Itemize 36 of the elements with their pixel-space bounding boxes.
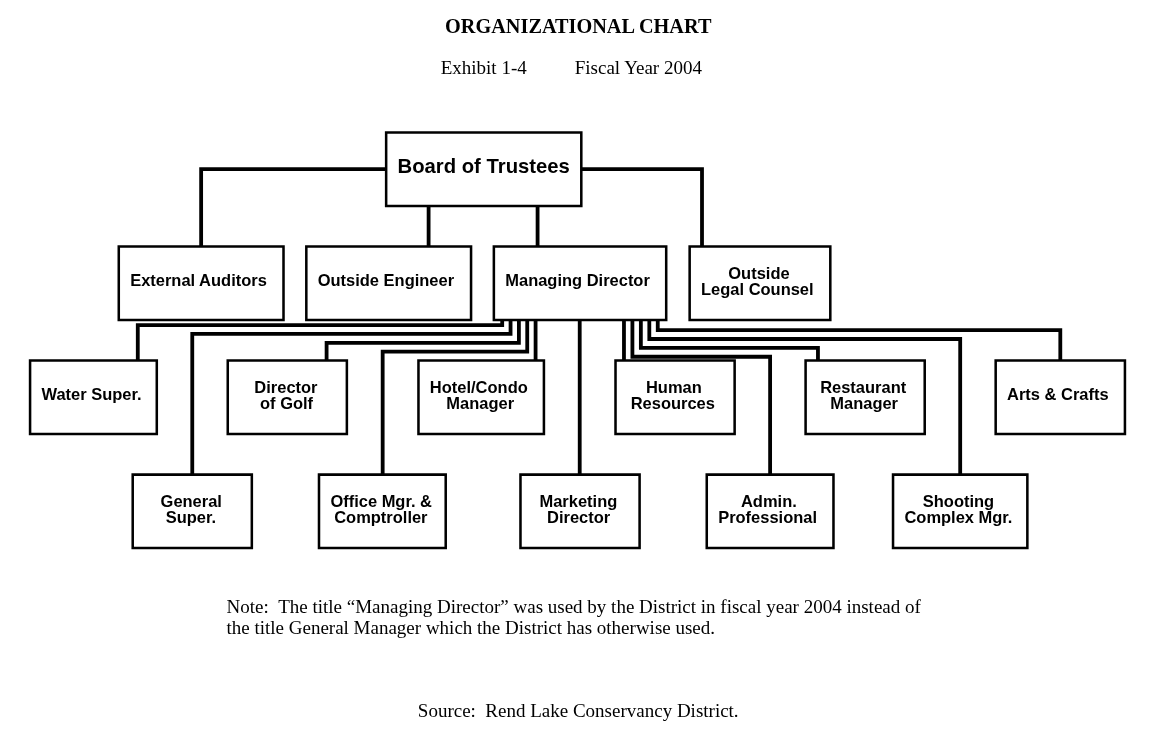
connector bbox=[655, 320, 1062, 361]
label: Fiscal Year 2004 bbox=[574, 56, 702, 78]
connector bbox=[189, 320, 512, 475]
diagram-title: ORGANIZATIONAL CHART bbox=[444, 15, 711, 38]
node-box: Outside Legal Counsel bbox=[687, 245, 832, 322]
connector bbox=[621, 320, 626, 361]
connector bbox=[135, 320, 504, 361]
connector bbox=[535, 206, 539, 247]
connector bbox=[380, 320, 529, 475]
connector bbox=[577, 320, 582, 475]
label: Exhibit 1-4 bbox=[440, 56, 527, 78]
connector bbox=[533, 320, 537, 361]
node-box: External Auditors bbox=[117, 245, 285, 322]
label: Note: The title “Managing Director” was used by the District in fiscal year 2004 instead of the title General Manager which the District has otherwise used. bbox=[225, 595, 921, 639]
connector bbox=[646, 320, 962, 475]
node-box: Board of Trustees bbox=[384, 131, 583, 208]
connector bbox=[198, 167, 386, 246]
node-box: Office Mgr. & Comptroller bbox=[317, 473, 447, 550]
node-box: Restaurant Manager bbox=[803, 359, 926, 436]
node-box: Marketing Director bbox=[518, 473, 641, 550]
connector bbox=[630, 320, 772, 475]
connector bbox=[426, 206, 430, 247]
node-box: Human Resources bbox=[613, 359, 736, 436]
node-box: Admin. Professional bbox=[705, 473, 835, 550]
node-box: Managing Director bbox=[492, 245, 667, 322]
connector bbox=[638, 320, 820, 361]
node-box: Outside Engineer bbox=[304, 245, 472, 322]
node-box: Director of Golf bbox=[226, 359, 348, 436]
connector bbox=[580, 167, 704, 246]
node-box: Arts & Crafts bbox=[993, 359, 1126, 436]
node-box: General Super. bbox=[130, 473, 253, 550]
node-box: Water Super. bbox=[28, 359, 158, 436]
node-box: Hotel/Condo Manager bbox=[416, 359, 545, 436]
label: Source: Rend Lake Conservancy District. bbox=[417, 700, 739, 722]
node-box: Shooting Complex Mgr. bbox=[891, 473, 1029, 550]
connector bbox=[324, 320, 521, 361]
